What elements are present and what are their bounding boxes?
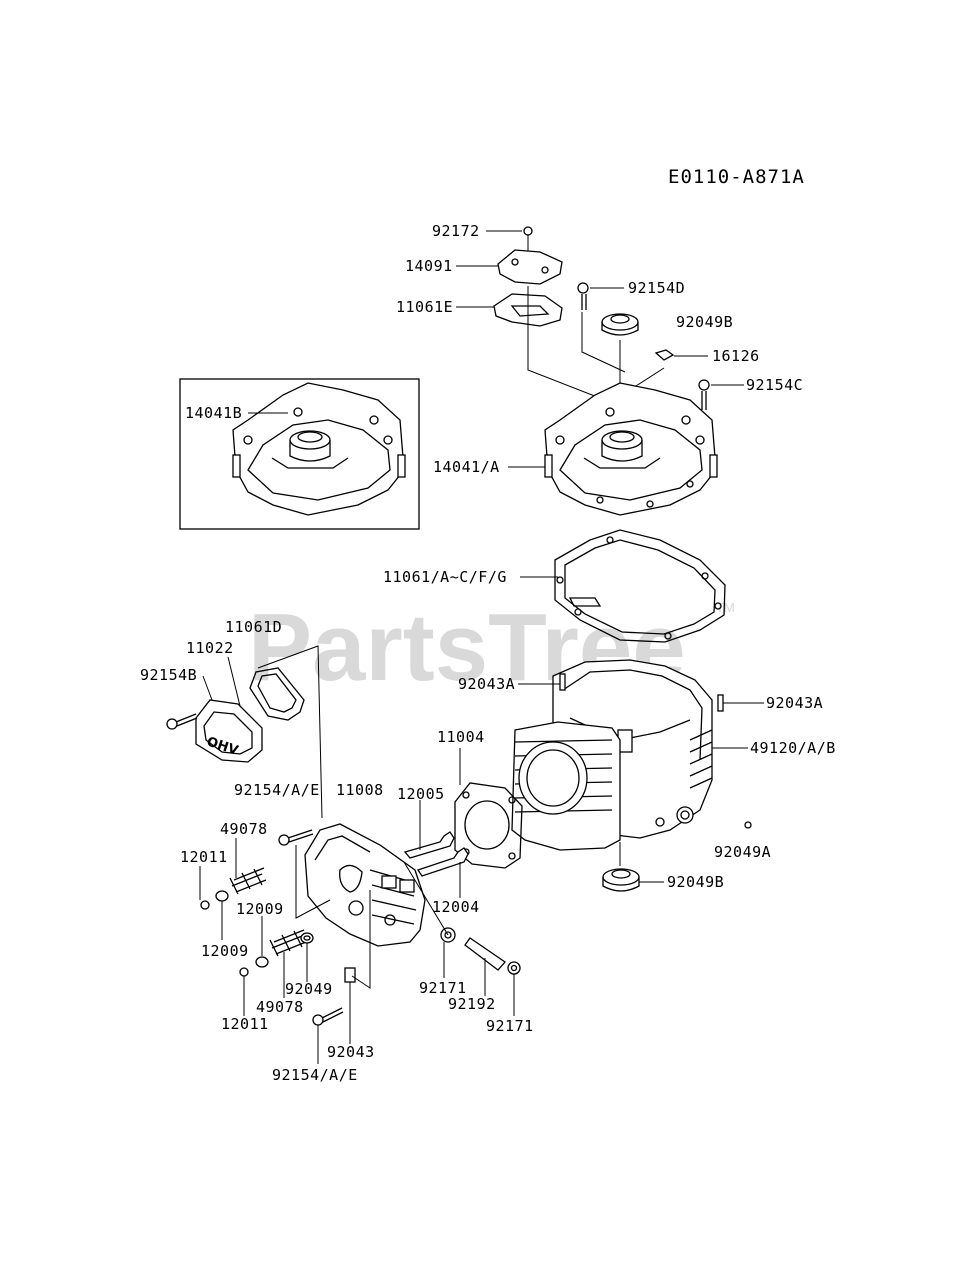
label-12005: 12005 bbox=[397, 785, 445, 803]
spring-49078-upper-drawing bbox=[229, 867, 267, 895]
label-12009-lower: 12009 bbox=[201, 942, 249, 960]
screw-92154AE-upper-drawing bbox=[278, 829, 314, 846]
label-92043A-left: 92043A bbox=[458, 675, 515, 693]
cap-16126-drawing bbox=[654, 349, 675, 361]
crankcase-49120-drawing bbox=[511, 659, 713, 851]
label-49078-upper: 49078 bbox=[220, 820, 268, 838]
screw-92154D-drawing bbox=[577, 282, 589, 310]
plug-92049A-drawing bbox=[744, 821, 752, 829]
label-12009-upper: 12009 bbox=[236, 900, 284, 918]
label-92049A: 92049A bbox=[714, 843, 771, 861]
retainer-12009-lower-drawing bbox=[255, 956, 269, 968]
nut-92171-right-drawing bbox=[507, 961, 521, 975]
seal-92049B-top-drawing bbox=[601, 313, 639, 336]
label-49120: 49120/A/B bbox=[750, 739, 836, 757]
gasket-11061E-drawing bbox=[493, 293, 563, 327]
label-11061ACFG: 11061/A~C/F/G bbox=[383, 568, 507, 586]
rocker-cover-11022-drawing: OHV bbox=[195, 699, 263, 763]
label-92154AE-upper: 92154/A/E bbox=[234, 781, 320, 799]
dowel-92043A-right-drawing bbox=[717, 694, 724, 712]
seal-92049B-bottom-drawing bbox=[602, 842, 640, 892]
label-12011-upper: 12011 bbox=[180, 848, 228, 866]
valve-12005-drawing bbox=[403, 831, 455, 859]
retainer-12009-upper-drawing bbox=[215, 890, 229, 902]
label-92043: 92043 bbox=[327, 1043, 375, 1061]
label-92049: 92049 bbox=[285, 980, 333, 998]
label-11004: 11004 bbox=[437, 728, 485, 746]
gasket-11061D-drawing bbox=[249, 667, 305, 721]
label-11008: 11008 bbox=[336, 781, 384, 799]
dowel-92043-drawing bbox=[344, 967, 356, 983]
label-92192: 92192 bbox=[448, 995, 496, 1013]
dowel-92043A-left-drawing bbox=[559, 673, 566, 691]
valve-12004-drawing bbox=[416, 847, 469, 877]
screw-92154B-drawing bbox=[166, 713, 198, 730]
diagram-code: E0110-A871A bbox=[668, 166, 805, 188]
crankcase-cover-14041B-drawing bbox=[232, 382, 406, 516]
label-92049B-top: 92049B bbox=[676, 313, 733, 331]
label-92172: 92172 bbox=[432, 222, 480, 240]
label-14041B: 14041B bbox=[185, 404, 242, 422]
leader-lines bbox=[199, 230, 764, 1064]
label-12011-lower: 12011 bbox=[221, 1015, 269, 1033]
screw-92172-drawing bbox=[523, 226, 533, 262]
label-49078-lower: 49078 bbox=[256, 998, 304, 1016]
gasket-11061ACFG-drawing bbox=[554, 529, 726, 643]
label-14091: 14091 bbox=[405, 257, 453, 275]
label-92154C: 92154C bbox=[746, 376, 803, 394]
crankcase-cover-14041A-drawing bbox=[544, 382, 718, 516]
pipe-92192-drawing bbox=[464, 937, 506, 971]
cylinder-head-11008-drawing bbox=[304, 823, 426, 947]
screw-92154C-drawing bbox=[698, 379, 710, 410]
label-92154AE-lower: 92154/A/E bbox=[272, 1066, 358, 1084]
label-92049B-bottom: 92049B bbox=[667, 873, 724, 891]
label-92043A-right: 92043A bbox=[766, 694, 823, 712]
label-92171-left: 92171 bbox=[419, 979, 467, 997]
watermark-tm: TM bbox=[716, 600, 735, 615]
keeper-12011-upper-drawing bbox=[200, 900, 210, 910]
screw-92154AE-lower-drawing bbox=[312, 1007, 344, 1026]
label-14041A: 14041/A bbox=[433, 458, 500, 476]
label-11061E: 11061E bbox=[396, 298, 453, 316]
spring-49078-lower-drawing bbox=[269, 929, 307, 957]
breather-cover-14091-drawing bbox=[497, 249, 563, 285]
label-11061D: 11061D bbox=[225, 618, 282, 636]
label-12004: 12004 bbox=[432, 898, 480, 916]
label-92154B: 92154B bbox=[140, 666, 197, 684]
inset-box bbox=[179, 378, 420, 530]
label-11022: 11022 bbox=[186, 639, 234, 657]
keeper-12011-lower-drawing bbox=[239, 967, 249, 977]
label-16126: 16126 bbox=[712, 347, 760, 365]
label-92171-right: 92171 bbox=[486, 1017, 534, 1035]
label-92154D: 92154D bbox=[628, 279, 685, 297]
seal-92049-drawing bbox=[300, 932, 314, 944]
